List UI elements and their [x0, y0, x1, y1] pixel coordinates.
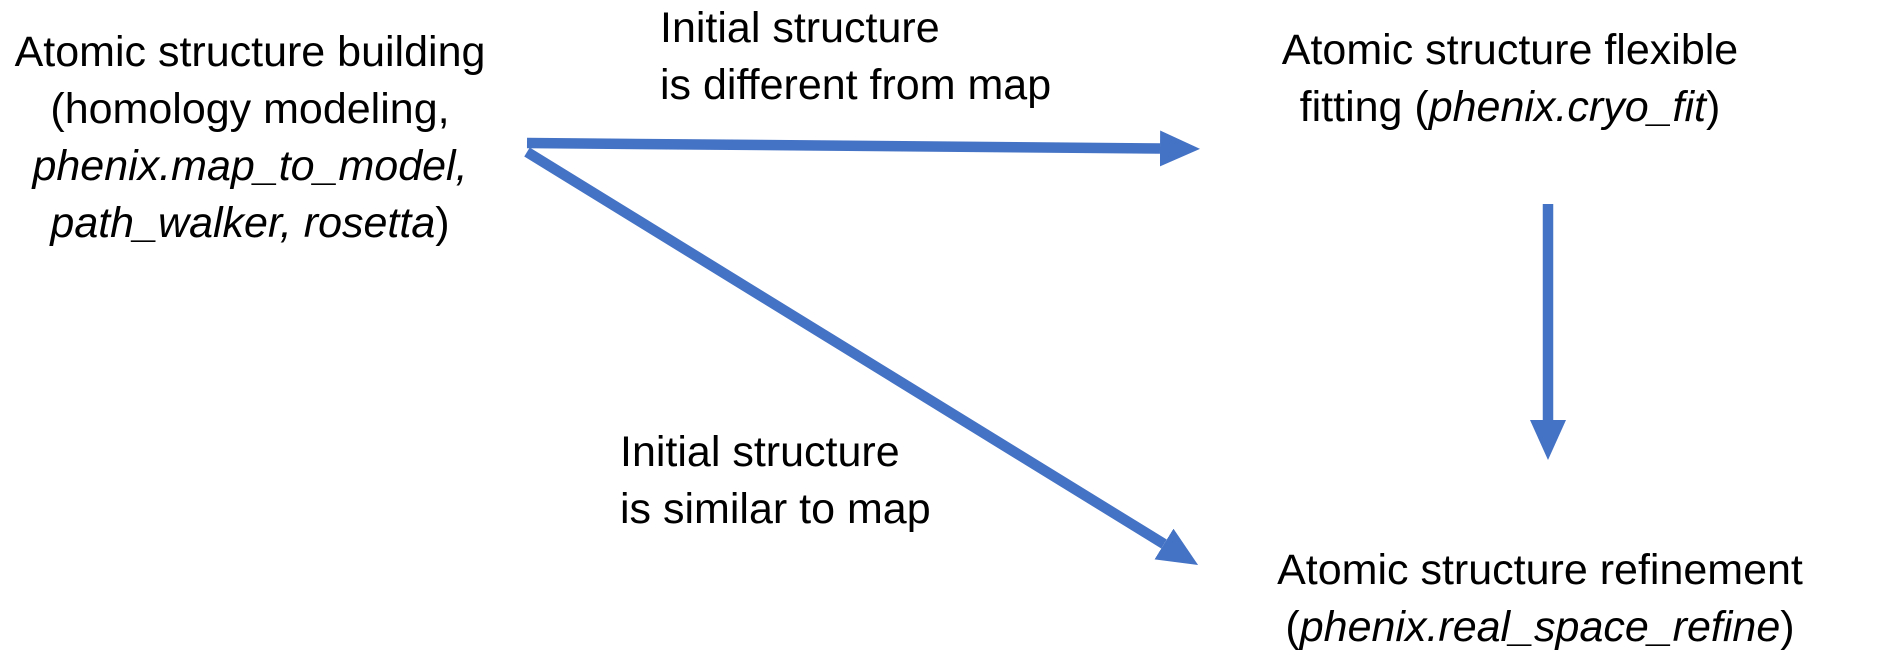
arrow-building-to-fitting	[526, 130, 1200, 167]
node-building-line2: (homology modeling,	[50, 85, 450, 133]
edge-label-different-line2: is different from map	[660, 61, 1052, 109]
node-refinement-line2-suffix: )	[1780, 603, 1795, 651]
node-fitting-line1: Atomic structure flexible	[1281, 26, 1739, 74]
node-refinement-line2-italic: phenix.real_space_refine	[1299, 603, 1781, 651]
node-building-line4: path_walker, rosetta)	[0, 195, 500, 252]
node-building-line3: phenix.map_to_model,	[32, 142, 468, 190]
edge-label-different-line1: Initial structure	[660, 4, 940, 52]
node-fitting-line2-italic: phenix.cryo_fit	[1428, 83, 1706, 131]
node-atomic-structure-refinement: Atomic structure refinement (phenix.real…	[1240, 542, 1840, 656]
node-building-line4-suffix: )	[435, 199, 450, 247]
node-building-line1: Atomic structure building	[14, 28, 486, 76]
arrow-building-to-refinement	[524, 147, 1199, 565]
edge-label-similar-line2: is similar to map	[620, 485, 931, 533]
node-fitting-line2-suffix: )	[1705, 83, 1721, 131]
node-building-line4-italic: path_walker, rosetta	[50, 199, 436, 247]
edge-label-structure-different: Initial structure is different from map	[660, 0, 1051, 114]
node-atomic-structure-building: Atomic structure building (homology mode…	[0, 24, 500, 252]
edge-label-structure-similar: Initial structure is similar to map	[620, 424, 931, 538]
node-fitting-line2-prefix: fitting (	[1299, 83, 1429, 131]
node-fitting-line2: fitting (phenix.cryo_fit)	[1250, 79, 1770, 136]
node-atomic-structure-flexible-fitting: Atomic structure flexible fitting (pheni…	[1250, 22, 1770, 136]
node-refinement-line1: Atomic structure refinement	[1277, 546, 1803, 594]
node-refinement-line2-prefix: (	[1285, 603, 1300, 651]
node-refinement-line2: (phenix.real_space_refine)	[1240, 599, 1840, 656]
edge-label-similar-line1: Initial structure	[620, 428, 900, 476]
